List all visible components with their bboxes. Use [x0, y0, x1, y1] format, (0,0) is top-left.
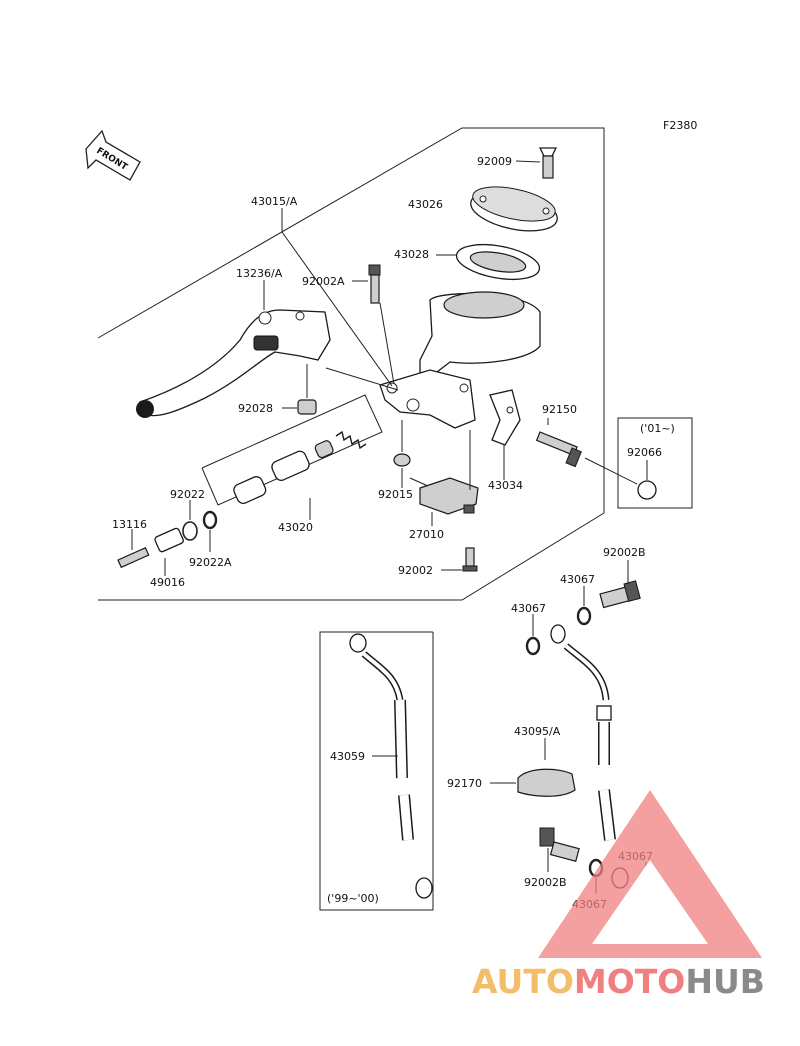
watermark-text: AUTOMOTOHUB	[472, 962, 765, 1001]
label-92022A: 92022A	[189, 556, 232, 569]
label-49016: 49016	[150, 576, 185, 589]
label-43067-a: 43067	[560, 573, 595, 586]
label-92002B-top: 92002B	[603, 546, 646, 559]
label-43020: 43020	[278, 521, 313, 534]
label-92009: 92009	[477, 155, 512, 168]
brake-lever-part	[136, 309, 331, 418]
bleed-screw-part	[368, 264, 381, 304]
reservoir-cap-part	[470, 186, 558, 232]
label-13116: 13116	[112, 518, 147, 531]
label-43095A: 43095/A	[514, 725, 561, 738]
label-92022: 92022	[170, 488, 205, 501]
figure-code: F2380	[663, 119, 697, 132]
note-model-01: ('01~)	[640, 422, 675, 435]
brake-switch-part	[409, 477, 479, 515]
label-92002: 92002	[398, 564, 433, 577]
clamp-bolt-part	[535, 431, 582, 468]
note-model-99-00: ('99~'00)	[327, 892, 379, 905]
hose-clamp-part	[517, 768, 576, 797]
switch-screw-part	[462, 547, 478, 572]
washer-43067-b-part	[525, 636, 541, 656]
label-43067-b: 43067	[511, 602, 546, 615]
banjo-bolt-bottom-part	[539, 827, 580, 863]
label-43034: 43034	[488, 479, 523, 492]
assembly-outline	[97, 127, 605, 601]
model-01-box	[617, 417, 693, 509]
push-rod-part	[117, 527, 184, 569]
watermark-logo	[538, 790, 762, 958]
master-cylinder-body	[379, 291, 541, 429]
circlip-part	[182, 521, 198, 541]
piston-kit-part	[201, 394, 383, 506]
banjo-bolt-top-part	[599, 580, 641, 609]
label-92002B-bottom: 92002B	[524, 876, 567, 889]
cap-screw-part	[538, 147, 558, 179]
label-43015A: 43015/A	[251, 195, 298, 208]
washer-43067-a-part	[576, 606, 592, 626]
label-43026: 43026	[408, 198, 443, 211]
lever-pivot-cap-part	[297, 399, 317, 415]
label-13236A: 13236/A	[236, 267, 283, 280]
label-92028: 92028	[238, 402, 273, 415]
label-92066: 92066	[627, 446, 662, 459]
boot-part	[393, 453, 411, 467]
cap-92066-part	[637, 480, 657, 500]
diaphragm-part	[455, 243, 541, 281]
label-92015: 92015	[378, 488, 413, 501]
hose-variant-box	[319, 631, 434, 911]
label-92170: 92170	[447, 777, 482, 790]
front-arrow-icon: FRONT	[85, 129, 141, 181]
label-27010: 27010	[409, 528, 444, 541]
label-92150: 92150	[542, 403, 577, 416]
washer-part	[202, 510, 218, 530]
clamp-part	[489, 389, 521, 446]
label-43059: 43059	[330, 750, 365, 763]
label-92002A: 92002A	[302, 275, 345, 288]
brake-hose-alt-part	[349, 633, 433, 899]
label-43028: 43028	[394, 248, 429, 261]
